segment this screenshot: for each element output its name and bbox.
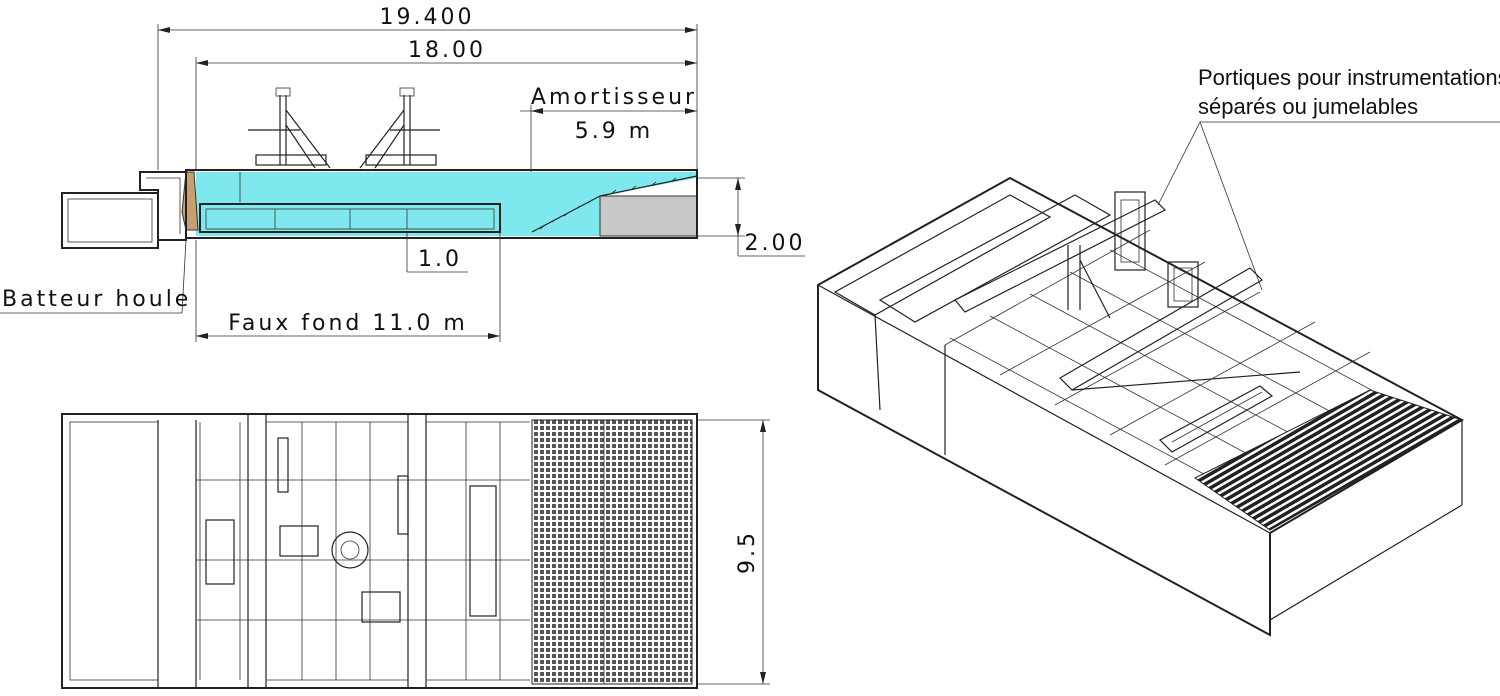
wavemaker-label: Batteur houle	[2, 287, 191, 312]
dim-total-length: 19.400	[380, 5, 475, 30]
wavemaker-paddle	[181, 171, 199, 231]
damper-label: Amortisseur	[531, 85, 697, 110]
section-view: 19.400 18.00 Amortisseur 5.9 m	[0, 5, 805, 342]
callout-line1: Portiques pour instrumentations	[1198, 65, 1500, 90]
callout-line2: séparés ou jumelables	[1198, 94, 1418, 119]
false-floor-height: 1.0	[418, 247, 462, 272]
gantry-left	[248, 87, 331, 169]
dim-basin-length: 18.00	[408, 38, 486, 63]
gantry-right	[359, 87, 440, 169]
isometric-view: Portiques pour instrumentations séparés …	[817, 65, 1500, 637]
damper-length: 5.9 m	[575, 119, 653, 144]
false-floor-label: Faux fond 11.0 m	[228, 311, 468, 336]
beach-slats	[539, 177, 677, 230]
iso-beach	[1194, 389, 1464, 531]
plan-view: 9.5	[61, 413, 770, 689]
damper-beach	[599, 195, 698, 237]
width-dim: 9.5	[735, 530, 760, 574]
depth-dim: 2.00	[745, 231, 806, 256]
